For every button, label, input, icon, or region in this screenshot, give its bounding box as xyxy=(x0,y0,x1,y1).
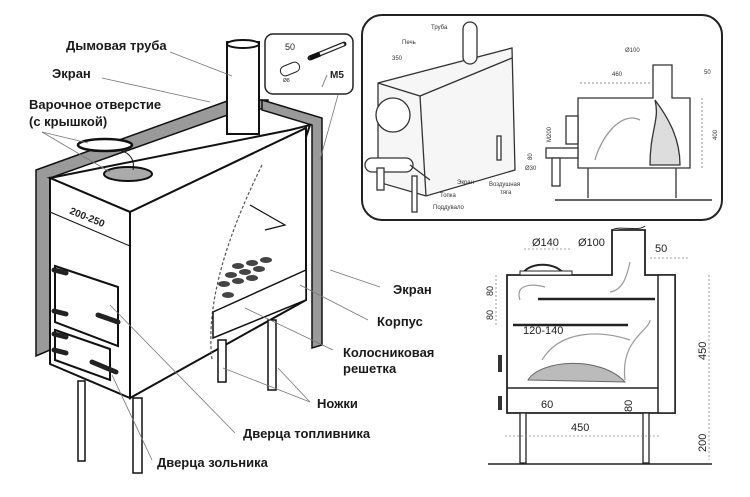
label-cooking-hole-lid: (с крышкой) xyxy=(29,114,108,129)
label-chimney: Дымовая труба xyxy=(66,38,167,53)
inset-height: 400 xyxy=(713,129,719,140)
inset-pipe-diameter: Ø100 xyxy=(625,48,640,54)
label-grate: Колосниковая xyxy=(343,345,435,360)
inset-label-stove: Печь xyxy=(402,40,416,46)
section-pipe-diameter: Ø100 xyxy=(578,237,605,249)
main-stove-drawing xyxy=(35,39,323,474)
section-screen-gap: 50 xyxy=(655,243,668,255)
cooking-hole xyxy=(103,166,153,182)
inset-air-pipe-h: 80 xyxy=(528,153,534,160)
inset-gap: 50 xyxy=(704,70,711,76)
section-top-gap-2: 80 xyxy=(485,309,495,320)
inset-air-intake-2: тяга xyxy=(500,190,512,196)
label-cooking-hole: Варочное отверстие xyxy=(29,97,162,112)
inset-label-pipe: Труба xyxy=(431,25,448,31)
bolt-inset xyxy=(264,33,354,95)
inset-label-firebox: Топка xyxy=(440,193,456,199)
grate-holes xyxy=(218,257,272,298)
section-ash-height: 60 xyxy=(541,399,554,411)
section-width: 450 xyxy=(571,422,590,434)
label-fuel-door: Дверца топливника xyxy=(243,426,371,441)
section-top-gap-1: 80 xyxy=(485,285,495,296)
section-hole-diameter: Ø140 xyxy=(532,237,559,249)
section-leg-height: 200 xyxy=(697,433,709,452)
section-grate-height: 80 xyxy=(623,399,635,412)
fuel-door xyxy=(54,264,119,348)
section-view xyxy=(488,225,712,465)
chimney xyxy=(226,41,260,135)
label-grate-2: решетка xyxy=(343,361,397,376)
inset-label-ash-pit: Поддувало xyxy=(433,205,464,211)
top-inset xyxy=(361,14,723,221)
bolt-thread: M5 xyxy=(330,70,344,81)
inset-door: М200 xyxy=(547,126,553,142)
section-baffle-gap: 120-140 xyxy=(523,325,564,337)
inset-air-intake: Воздушная xyxy=(489,182,521,188)
label-screen-top: Экран xyxy=(52,66,91,81)
legs xyxy=(77,319,277,474)
leader-lines xyxy=(41,51,381,461)
screen-frame-right xyxy=(261,98,323,350)
label-legs: Ножки xyxy=(317,396,358,411)
bolt-diameter: Ø8 xyxy=(283,78,290,84)
inset-length: 460 xyxy=(612,72,623,78)
grate xyxy=(212,268,307,340)
inset-label-dim: 350 xyxy=(392,56,403,62)
inset-label-screen: Экран xyxy=(457,180,474,186)
bolt-length: 50 xyxy=(285,42,296,52)
section-height: 450 xyxy=(697,341,709,360)
label-ash-door: Дверца зольника xyxy=(157,455,268,470)
inset-air-pipe-dim: Ø30 xyxy=(525,166,537,172)
cooking-lid xyxy=(76,137,134,153)
cutaway-curve xyxy=(210,164,263,361)
label-screen-side: Экран xyxy=(393,282,432,297)
label-body: Корпус xyxy=(377,314,423,329)
